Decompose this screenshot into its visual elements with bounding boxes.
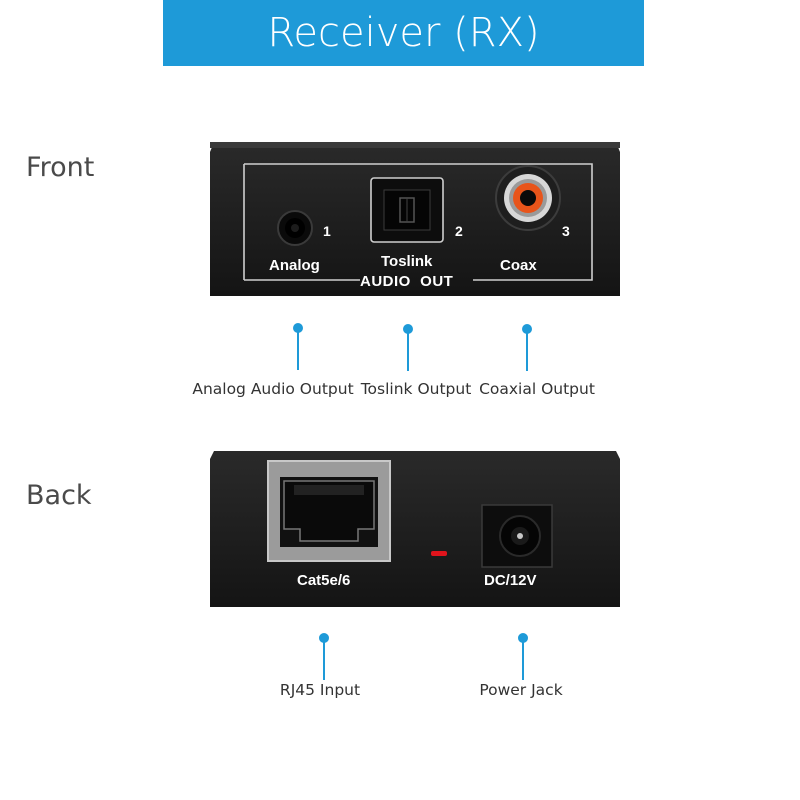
coax-rca-port-icon (495, 165, 561, 231)
coaxial-output-caption: Coaxial Output (479, 380, 595, 398)
coax-port-number: 3 (562, 223, 570, 239)
power-jack-caption: Power Jack (479, 681, 563, 699)
analog-callout-line (293, 323, 303, 370)
power-callout-line (518, 633, 528, 680)
analog-jack-icon (277, 210, 313, 246)
power-label: DC/12V (484, 572, 537, 589)
back-section-label: Back (26, 480, 92, 511)
dc-power-jack-icon (481, 504, 553, 568)
front-panel-outline (244, 163, 593, 281)
toslink-port-number: 2 (455, 223, 463, 239)
analog-audio-output-caption: Analog Audio Output (192, 380, 354, 398)
rj45-input-caption: RJ45 Input (279, 681, 361, 699)
rj45-callout-line (319, 633, 329, 680)
analog-port-number: 1 (323, 223, 331, 239)
rj45-port-icon (267, 460, 391, 562)
toslink-port-label: Toslink (381, 253, 433, 270)
audio-out-label: AUDIO OUT (360, 273, 453, 290)
title-banner: Receiver (RX) (163, 0, 644, 66)
page-title: Receiver (RX) (267, 10, 540, 56)
analog-port-label: Analog (269, 257, 320, 274)
coax-callout-line (522, 324, 532, 371)
status-led-icon (431, 551, 447, 556)
coax-port-label: Coax (500, 257, 537, 274)
front-panel-device: 1 Analog 2 Toslink AUDIO OUT 3 Coax (210, 142, 620, 296)
toslink-callout-line (403, 324, 413, 371)
toslink-output-caption: Toslink Output (360, 380, 472, 398)
back-panel-device: Cat5e/6 DC/12V (210, 451, 620, 607)
rj45-label: Cat5e/6 (297, 572, 350, 589)
front-section-label: Front (26, 152, 95, 183)
toslink-port-icon (370, 177, 444, 243)
